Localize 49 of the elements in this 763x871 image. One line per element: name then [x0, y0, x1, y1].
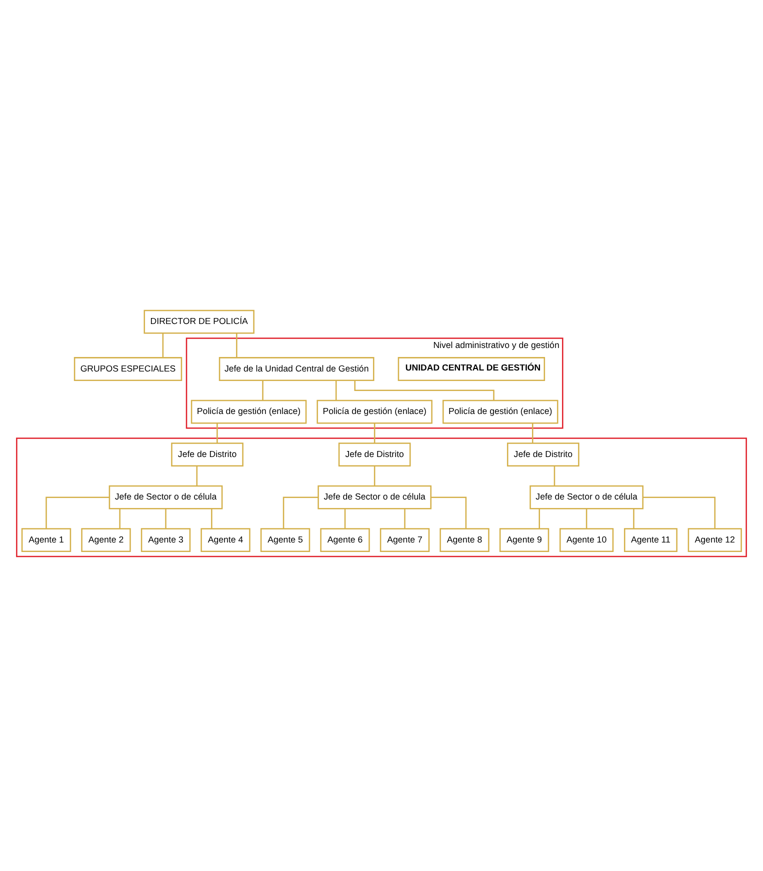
node-box: Jefe de Distrito: [506, 442, 580, 466]
node-box: Jefe de Sector o de célula: [108, 484, 223, 509]
connector: [262, 380, 264, 400]
connector: [344, 508, 346, 528]
connector: [586, 508, 588, 528]
connector: [538, 508, 540, 528]
node-box: Agente 2: [81, 528, 131, 552]
connector: [404, 508, 406, 528]
connector: [211, 508, 212, 528]
connector: [335, 380, 337, 400]
node-box: Policía de gestión (enlace): [190, 399, 307, 424]
node-box: Agente 5: [260, 528, 310, 552]
connector: [374, 422, 376, 443]
node-box: Policía de gestión (enlace): [316, 399, 432, 424]
connector: [282, 496, 318, 528]
node-box: Agente 11: [624, 528, 678, 552]
connector: [374, 466, 376, 486]
node-box: DIRECTOR DE POLICÍA: [144, 309, 254, 334]
node-box: Jefe de Distrito: [338, 442, 411, 466]
node-box: UNIDAD CENTRAL DE GESTIÓN: [398, 356, 546, 380]
connector: [633, 508, 634, 528]
node-box: Agente 9: [499, 528, 550, 552]
connector: [236, 332, 238, 358]
node-box: Agente 7: [380, 528, 430, 552]
connector: [119, 508, 120, 528]
connector: [162, 332, 164, 358]
node-box: Agente 4: [200, 528, 250, 552]
connector: [430, 496, 467, 528]
connector: [46, 496, 110, 528]
node-box: GRUPOS ESPECIALES: [74, 356, 182, 380]
connector: [554, 466, 556, 486]
connector: [196, 466, 198, 486]
connector: [643, 496, 716, 528]
node-box: Agente 8: [440, 528, 490, 552]
cluster: [16, 437, 747, 557]
connector: [354, 380, 494, 400]
node-box: Jefe de Distrito: [171, 442, 244, 466]
node-box: Jefe de la Unidad Central de Gestión: [218, 356, 374, 380]
node-box: Policía de gestión (enlace): [442, 399, 558, 424]
connector: [216, 422, 218, 443]
connector: [532, 422, 534, 443]
node-box: Agente 10: [560, 528, 614, 552]
node-box: Agente 6: [320, 528, 370, 552]
node-box: Agente 1: [21, 528, 72, 552]
node-box: Agente 3: [140, 528, 191, 552]
node-box: Jefe de Sector o de célula: [530, 484, 644, 509]
connector: [165, 508, 166, 528]
node-box: Agente 12: [688, 528, 742, 552]
node-box: Jefe de Sector o de célula: [318, 484, 432, 509]
